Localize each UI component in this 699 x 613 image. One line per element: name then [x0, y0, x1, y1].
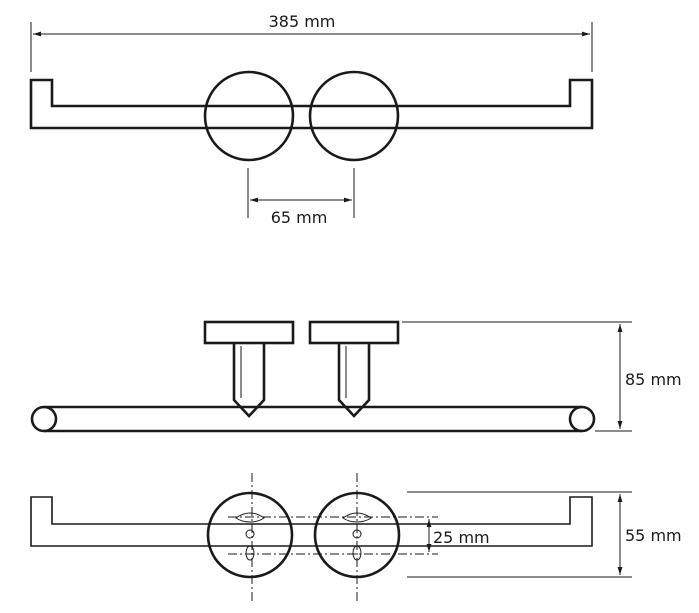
overall-length-label: 385 mm: [269, 12, 336, 31]
right-mount-disk: [308, 70, 400, 162]
left-mount-disk: [203, 70, 295, 162]
overall-length-dimension: 385 mm: [30, 12, 593, 72]
left-mount-plate: [206, 491, 294, 579]
tube-side: [30, 405, 596, 433]
towel-bar-front: [30, 496, 593, 547]
slot-spacing-label: 25 mm: [433, 528, 490, 547]
left-bracket-side: [203, 320, 295, 418]
base-height-dimension: 55 mm: [407, 491, 682, 578]
side-view: 85 mm: [30, 320, 682, 433]
projection-depth-dimension: 85 mm: [402, 321, 682, 432]
mount-spacing-dimension: 65 mm: [247, 168, 355, 227]
center-lines: [228, 473, 438, 603]
top-view: 385 mm 65 mm: [29, 12, 594, 227]
front-view: 25 mm 55 mm: [30, 473, 682, 603]
right-bracket-side: [308, 320, 400, 418]
slot-spacing-dimension: 25 mm: [426, 519, 490, 552]
towel-bar-top: [29, 78, 594, 130]
base-height-label: 55 mm: [625, 526, 682, 545]
mount-spacing-label: 65 mm: [271, 208, 328, 227]
projection-depth-label: 85 mm: [625, 370, 682, 389]
